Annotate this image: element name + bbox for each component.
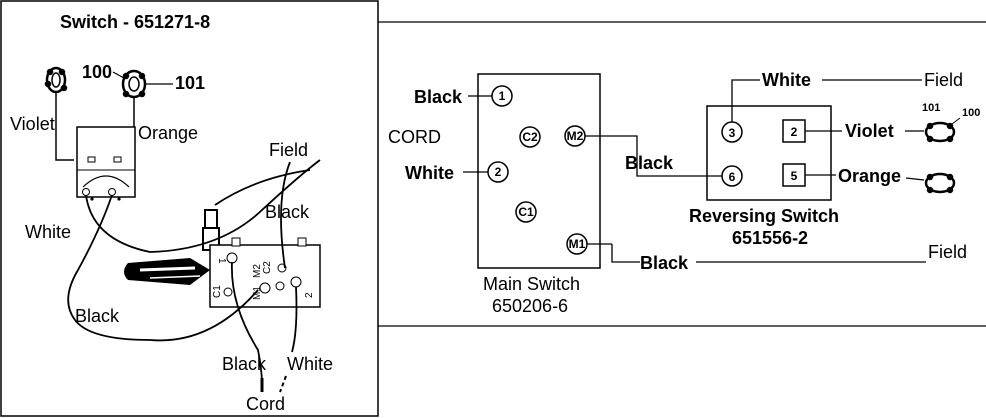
- label-white-bottom-left: White: [287, 354, 333, 374]
- left-wires: [67, 159, 321, 386]
- main-term-2: 2: [495, 165, 502, 179]
- rev-term-6: 6: [729, 170, 736, 184]
- main-switch-small: [209, 237, 321, 308]
- main-switch-part: 650206-6: [492, 296, 568, 316]
- main-term-m1: M1: [569, 237, 586, 251]
- cord-strain-relief: [124, 258, 210, 285]
- label-black-mid-left: Black: [265, 202, 310, 222]
- brush-connector-101: [121, 69, 147, 99]
- reversing-switch-name: Reversing Switch: [689, 206, 839, 226]
- rev-term-3: 3: [729, 126, 736, 140]
- label-black-lower-left: Black: [75, 306, 120, 326]
- label-cord-left: Cord: [246, 394, 285, 414]
- term-c2-left: C2: [262, 261, 273, 274]
- main-switch-name: Main Switch: [483, 274, 580, 294]
- reversing-switch-part: 651556-2: [732, 228, 808, 248]
- label-black-mid-right: Black: [625, 153, 674, 173]
- label-violet-right: Violet: [845, 121, 894, 141]
- main-term-c2: C2: [522, 130, 538, 144]
- label-violet-left: Violet: [10, 114, 55, 134]
- connector-orange-right: [924, 172, 956, 194]
- label-field-bottom-right: Field: [928, 242, 967, 262]
- label-101-right: 101: [922, 102, 940, 114]
- rev-term-5: 5: [791, 169, 798, 183]
- main-switch-terminals: [487, 85, 588, 255]
- main-term-c1: C1: [518, 205, 534, 219]
- label-black-bottom-left: Black: [222, 354, 267, 374]
- connector-violet-right: [924, 121, 956, 143]
- label-100-right: 100: [962, 107, 980, 119]
- label-white-top-right: White: [762, 70, 811, 90]
- term-c1-left: C1: [212, 285, 223, 298]
- label-field-left: Field: [269, 140, 308, 160]
- label-white-left-right: White: [405, 163, 454, 183]
- term-2-left: 2: [304, 292, 315, 298]
- term-m2-left: M2: [252, 264, 263, 278]
- brush-connector-100: [44, 66, 68, 94]
- main-term-1: 1: [499, 89, 506, 103]
- label-white-left: White: [25, 222, 71, 242]
- term-1-left: 1: [216, 258, 227, 264]
- left-title: Switch - 651271-8: [60, 12, 210, 32]
- label-field-top-right: Field: [924, 70, 963, 90]
- left-panel-frame: [0, 0, 379, 417]
- right-wires: [463, 79, 926, 263]
- label-100-left: 100: [82, 62, 112, 82]
- main-term-m2: M2: [567, 129, 584, 143]
- label-orange-left: Orange: [138, 123, 198, 143]
- term-m1-left: M1: [252, 286, 263, 300]
- main-switch-box: [477, 73, 601, 269]
- reversing-switch-box: [706, 105, 832, 201]
- rev-term-2: 2: [791, 125, 798, 139]
- label-black-top-right: Black: [414, 87, 463, 107]
- label-cord-right: CORD: [388, 127, 441, 147]
- label-101-left: 101: [175, 73, 205, 93]
- reversing-switch-small: [76, 126, 136, 201]
- label-black-bottom-right: Black: [640, 253, 689, 273]
- label-orange-right: Orange: [838, 166, 901, 186]
